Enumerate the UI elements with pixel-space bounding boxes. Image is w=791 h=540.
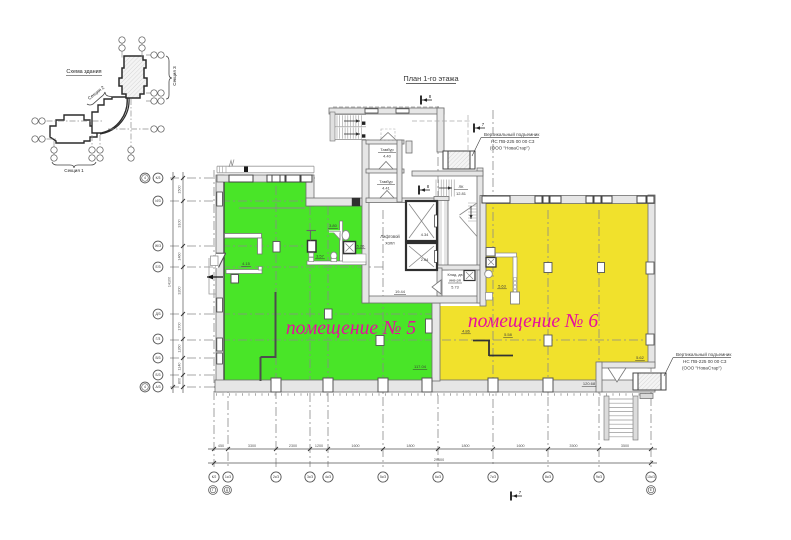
svg-text:1200: 1200 <box>315 444 323 448</box>
svg-text:Клад. дв: Клад. дв <box>447 273 462 277</box>
svg-text:Секция 3: Секция 3 <box>172 66 177 86</box>
svg-text:ЛК: ЛК <box>459 184 465 189</box>
svg-text:1260: 1260 <box>178 344 182 352</box>
svg-text:А/3: А/3 <box>155 385 160 389</box>
svg-text:1500: 1500 <box>178 185 182 193</box>
svg-text:НС ПВ-225 00 00 С3: НС ПВ-225 00 00 С3 <box>491 139 535 144</box>
svg-text:Г/3: Г/3 <box>156 337 161 341</box>
svg-text:1600: 1600 <box>351 444 359 448</box>
svg-text:холл: холл <box>385 241 395 246</box>
svg-text:5.62: 5.62 <box>636 355 645 360</box>
svg-text:450: 450 <box>218 444 224 448</box>
svg-text:3100: 3100 <box>178 219 182 227</box>
svg-text:Б/3: Б/3 <box>155 373 160 377</box>
svg-text:Д/3: Д/3 <box>155 312 160 316</box>
svg-text:И/3: И/3 <box>155 199 160 203</box>
svg-text:помещение № 6: помещение № 6 <box>468 311 599 332</box>
svg-text:5.73: 5.73 <box>451 286 458 290</box>
svg-text:7: 7 <box>519 490 522 495</box>
svg-text:5.26: 5.26 <box>357 244 366 249</box>
svg-text:План 1-го этажа: План 1-го этажа <box>403 74 459 83</box>
svg-text:4с/3: 4с/3 <box>325 475 331 479</box>
svg-text:4.86: 4.86 <box>462 329 471 334</box>
svg-text:Тамбур: Тамбур <box>379 179 393 184</box>
svg-text:1с/3: 1с/3 <box>225 475 231 479</box>
svg-text:Е/3: Е/3 <box>155 265 160 269</box>
svg-text:2с/3: 2с/3 <box>273 475 279 479</box>
svg-text:5с/3: 5с/3 <box>380 475 386 479</box>
svg-text:117.04: 117.04 <box>414 364 427 369</box>
svg-text:5.58: 5.58 <box>504 332 513 337</box>
svg-text:7: 7 <box>482 122 485 127</box>
svg-text:800: 800 <box>178 378 182 384</box>
svg-text:К/3: К/3 <box>156 176 161 180</box>
svg-text:4.15: 4.15 <box>242 261 251 266</box>
svg-text:8: 8 <box>429 94 432 99</box>
svg-text:2300: 2300 <box>289 444 297 448</box>
svg-text:8с/3: 8с/3 <box>545 475 551 479</box>
svg-text:7с/3: 7с/3 <box>490 475 496 479</box>
svg-text:Вертикальный подъемник: Вертикальный подъемник <box>676 351 732 357</box>
svg-text:19.44: 19.44 <box>395 289 406 294</box>
svg-text:НС ПВ-225 00 00 С3: НС ПВ-225 00 00 С3 <box>683 359 727 364</box>
svg-text:1800: 1800 <box>461 444 469 448</box>
svg-text:1600: 1600 <box>516 444 524 448</box>
svg-text:10с/3: 10с/3 <box>647 475 655 479</box>
svg-text:Е: Е <box>650 488 652 492</box>
svg-text:Тамбур: Тамбур <box>380 147 394 152</box>
svg-text:3.80: 3.80 <box>329 223 338 228</box>
svg-text:6с/3: 6с/3 <box>435 475 441 479</box>
svg-text:3200: 3200 <box>178 286 182 294</box>
svg-text:помещение № 5: помещение № 5 <box>286 318 417 339</box>
svg-text:3500: 3500 <box>621 444 629 448</box>
svg-text:5.63: 5.63 <box>498 284 507 289</box>
svg-text:3300: 3300 <box>248 444 256 448</box>
svg-text:4: 4 <box>144 176 146 180</box>
svg-text:12.81: 12.81 <box>456 191 467 196</box>
svg-text:8: 8 <box>427 184 430 189</box>
svg-text:(ООО "НоваСтар"): (ООО "НоваСтар") <box>682 366 722 371</box>
svg-text:(ООО "НоваСтар"): (ООО "НоваСтар") <box>490 146 530 151</box>
svg-text:4: 4 <box>144 385 146 389</box>
svg-text:120.68: 120.68 <box>583 381 596 386</box>
svg-text:1800: 1800 <box>406 444 414 448</box>
svg-text:К/2: К/2 <box>212 475 217 479</box>
svg-text:3.57: 3.57 <box>316 254 325 259</box>
svg-text:1140: 1140 <box>178 363 182 371</box>
svg-text:Лифтовой: Лифтовой <box>380 234 400 239</box>
svg-text:4.40: 4.40 <box>383 154 392 159</box>
svg-text:1700: 1700 <box>178 322 182 330</box>
svg-text:1460: 1460 <box>178 252 182 260</box>
svg-text:3с/3: 3с/3 <box>307 475 313 479</box>
svg-text:4.41: 4.41 <box>382 186 391 191</box>
svg-text:2.64: 2.64 <box>421 257 429 262</box>
svg-text:инв-ря: инв-ря <box>449 279 461 283</box>
svg-text:Схема здания: Схема здания <box>66 69 101 75</box>
svg-text:3500: 3500 <box>569 444 577 448</box>
svg-text:Г: Г <box>212 488 214 492</box>
svg-text:Секция 1: Секция 1 <box>64 168 84 173</box>
svg-text:14100: 14100 <box>168 277 172 287</box>
svg-text:Д: Д <box>226 488 229 492</box>
svg-text:9с/3: 9с/3 <box>596 475 602 479</box>
svg-text:В/3: В/3 <box>155 356 160 360</box>
svg-text:4.34: 4.34 <box>421 232 429 237</box>
svg-text:29600: 29600 <box>434 458 444 462</box>
svg-text:Вертикальный подъемник: Вертикальный подъемник <box>484 131 540 137</box>
svg-text:Ж/3: Ж/3 <box>155 244 161 248</box>
